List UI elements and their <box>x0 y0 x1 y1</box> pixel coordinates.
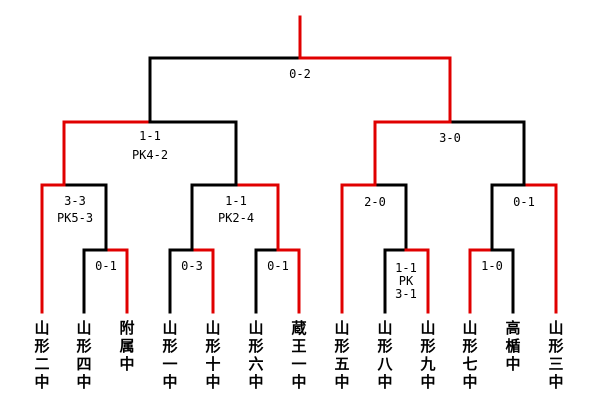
r1-d-right-line <box>404 248 430 314</box>
score-qf-b-line2: PK2-4 <box>218 211 254 225</box>
match-r1-d-lines <box>383 248 430 314</box>
score-sf-a-line2: PK4-2 <box>132 148 168 162</box>
match-sf-a-lines <box>62 120 238 187</box>
team-name: 山形一中 <box>162 319 177 391</box>
score-qf-a-line1: 3-3 <box>64 194 86 208</box>
team-name: 山形十中 <box>205 319 220 391</box>
team-name: 蔵王一中 <box>291 319 306 391</box>
final-right-line <box>298 56 452 124</box>
match-qf-b-lines <box>190 183 280 252</box>
team-name: 高楯中 <box>505 319 520 373</box>
sf-a-right-line <box>148 120 238 187</box>
match-r1-e-lines <box>468 248 515 314</box>
qf-c-right-line <box>373 183 408 252</box>
score-r1-b-line1: 0-3 <box>181 259 203 273</box>
team-name: 山形七中 <box>462 319 477 391</box>
score-final-line1: 0-2 <box>289 67 311 81</box>
match-qf-a-lines <box>40 183 108 314</box>
team-name: 山形八中 <box>376 319 393 391</box>
sf-b-left-line <box>373 120 452 187</box>
final-left-line <box>148 56 302 124</box>
sf-b-right-line <box>448 120 526 187</box>
qf-d-left-line <box>490 183 526 252</box>
team-names: 山形二中 山形四中 附属中 山形一中 山形十中 山形六中 蔵王一中 山形五中 山形八中 山形九中 山… <box>34 319 563 391</box>
r1-c-left-line <box>254 248 280 314</box>
team-name: 山形二中 <box>34 319 49 391</box>
score-r1-e-line1: 1-0 <box>481 259 503 273</box>
match-sf-b-lines <box>373 120 526 187</box>
score-qf-a-line2: PK5-3 <box>57 211 93 225</box>
qf-d-right-line <box>522 183 558 314</box>
score-qf-b-line1: 1-1 <box>225 194 247 208</box>
match-r1-c-lines <box>254 248 301 314</box>
score-r1-d-line2: PK <box>399 274 414 288</box>
team-name: 山形九中 <box>419 319 435 391</box>
qf-b-right-line <box>234 183 280 252</box>
r1-a-left-line <box>82 248 108 314</box>
score-r1-a-line1: 0-1 <box>95 259 117 273</box>
score-sf-a-line1: 1-1 <box>139 129 161 143</box>
qf-a-left-line <box>40 183 66 314</box>
r1-e-left-line <box>468 248 494 314</box>
score-qf-c-line1: 2-0 <box>364 195 386 209</box>
score-r1-d-line3: 3-1 <box>395 287 417 301</box>
score-r1-c-line1: 0-1 <box>267 259 289 273</box>
match-qf-d-lines <box>490 183 558 314</box>
qf-a-right-line <box>62 183 108 252</box>
r1-d-left-line <box>383 248 408 314</box>
match-r1-b-lines <box>168 248 215 314</box>
r1-b-left-line <box>168 248 194 314</box>
team-name: 山形六中 <box>248 319 263 391</box>
team-name: 山形五中 <box>334 319 349 391</box>
match-qf-c-lines <box>340 183 408 314</box>
score-qf-d-line1: 0-1 <box>513 195 535 209</box>
r1-b-right-line <box>190 248 215 314</box>
match-final-lines <box>148 15 452 124</box>
team-name: 山形三中 <box>548 319 563 391</box>
qf-c-left-line <box>340 183 377 314</box>
team-name: 附属中 <box>119 319 134 373</box>
qf-b-left-line <box>190 183 238 252</box>
r1-a-right-line <box>104 248 129 314</box>
match-r1-a-lines <box>82 248 129 314</box>
score-sf-b-line1: 3-0 <box>439 131 461 145</box>
team-name: 山形四中 <box>76 319 91 391</box>
score-r1-d-line1: 1-1 <box>395 261 417 275</box>
sf-a-left-line <box>62 120 152 187</box>
r1-c-right-line <box>276 248 301 314</box>
r1-e-right-line <box>490 248 515 314</box>
